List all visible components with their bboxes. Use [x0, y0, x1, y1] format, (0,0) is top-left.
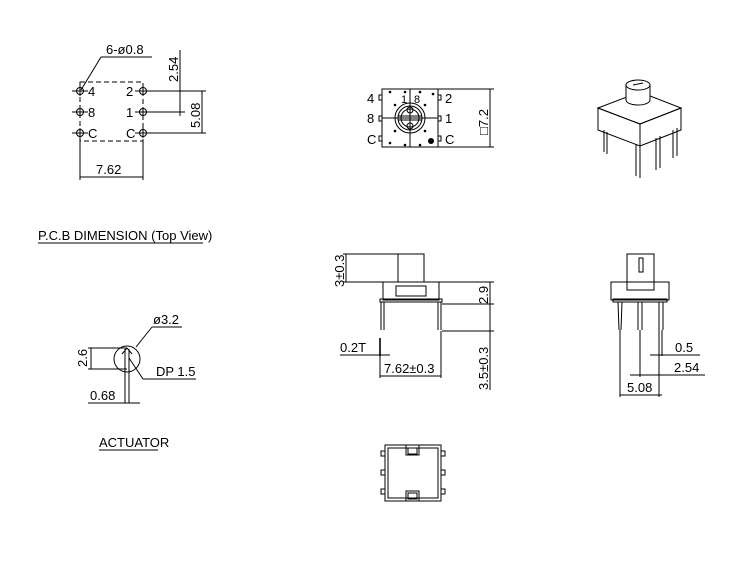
bottom-view: [380, 444, 446, 502]
actuator-dim-height: 2.6: [75, 349, 90, 367]
pcb-holes: [72, 86, 151, 138]
actuator-title: ACTUATOR: [99, 435, 169, 450]
pcb-pin-label-8: 8: [88, 105, 95, 120]
actuator-dim-dp: DP 1.5: [156, 364, 196, 379]
top-pin-label-8: 8: [367, 111, 374, 126]
actuator-circle: [113, 345, 141, 373]
pcb-dim-width: 7.62: [96, 162, 121, 177]
pin1-marker: [428, 138, 434, 144]
top-pin-label-c-right: C: [445, 132, 454, 147]
iso-actuator: [625, 79, 651, 91]
top-pin-label-2: 2: [445, 91, 452, 106]
front-actuator: [397, 253, 425, 283]
dial-number-1: 1: [401, 94, 407, 106]
pcb-pin-label-c-left: C: [88, 126, 97, 141]
pcb-view-title: P.C.B DIMENSION (Top View): [38, 228, 212, 243]
pcb-dim-height: 5.08: [188, 103, 203, 128]
top-dim-square: □7.2: [476, 109, 491, 135]
side-view: 0.5 2.54 5.08: [610, 253, 705, 397]
top-pin-label-4: 4: [367, 91, 374, 106]
front-body: [382, 281, 440, 301]
dial-ring: [394, 102, 426, 134]
side-dim-pin-width: 0.5: [675, 340, 693, 355]
pcb-pin-label-1: 1: [126, 105, 133, 120]
pcb-pin-label-c-right: C: [126, 126, 135, 141]
pcb-dimension-view: 4 8 C 2 1 C 6-ø0.8 7.62 2.54 5.08 P.C.B …: [38, 42, 212, 244]
pcb-hole-note: 6-ø0.8: [106, 42, 144, 57]
top-pin-label-1: 1: [445, 111, 452, 126]
front-dim-body-height: 2.9: [476, 286, 491, 304]
front-view: 3±0.3 2.9 3.5±0.3 0.2T 7.62±0.3: [332, 253, 494, 390]
actuator-dim-diameter: ø3.2: [153, 312, 179, 327]
actuator-dim-slot: 0.68: [90, 388, 115, 403]
pcb-dim-pitch: 2.54: [166, 57, 181, 82]
front-dim-pin-span: 7.62±0.3: [384, 361, 435, 376]
front-dim-pin-length: 3.5±0.3: [476, 347, 491, 390]
top-pin-label-c-left: C: [367, 132, 376, 147]
side-body: [610, 281, 670, 301]
isometric-view: [596, 79, 683, 178]
side-dim-span: 5.08: [627, 380, 652, 395]
pcb-pin-label-4: 4: [88, 84, 95, 99]
top-view: 1 8 4 8 C 2 1 C □7.2: [367, 88, 494, 148]
side-dim-pitch: 2.54: [674, 360, 699, 375]
pcb-pin-label-2: 2: [126, 84, 133, 99]
front-dim-actuator-height: 3±0.3: [332, 255, 347, 287]
dial-number-8: 8: [414, 94, 420, 106]
actuator-view: ø3.2 DP 1.5 2.6 0.68 ACTUATOR: [75, 312, 196, 451]
front-dim-pin-thickness: 0.2T: [340, 340, 366, 355]
